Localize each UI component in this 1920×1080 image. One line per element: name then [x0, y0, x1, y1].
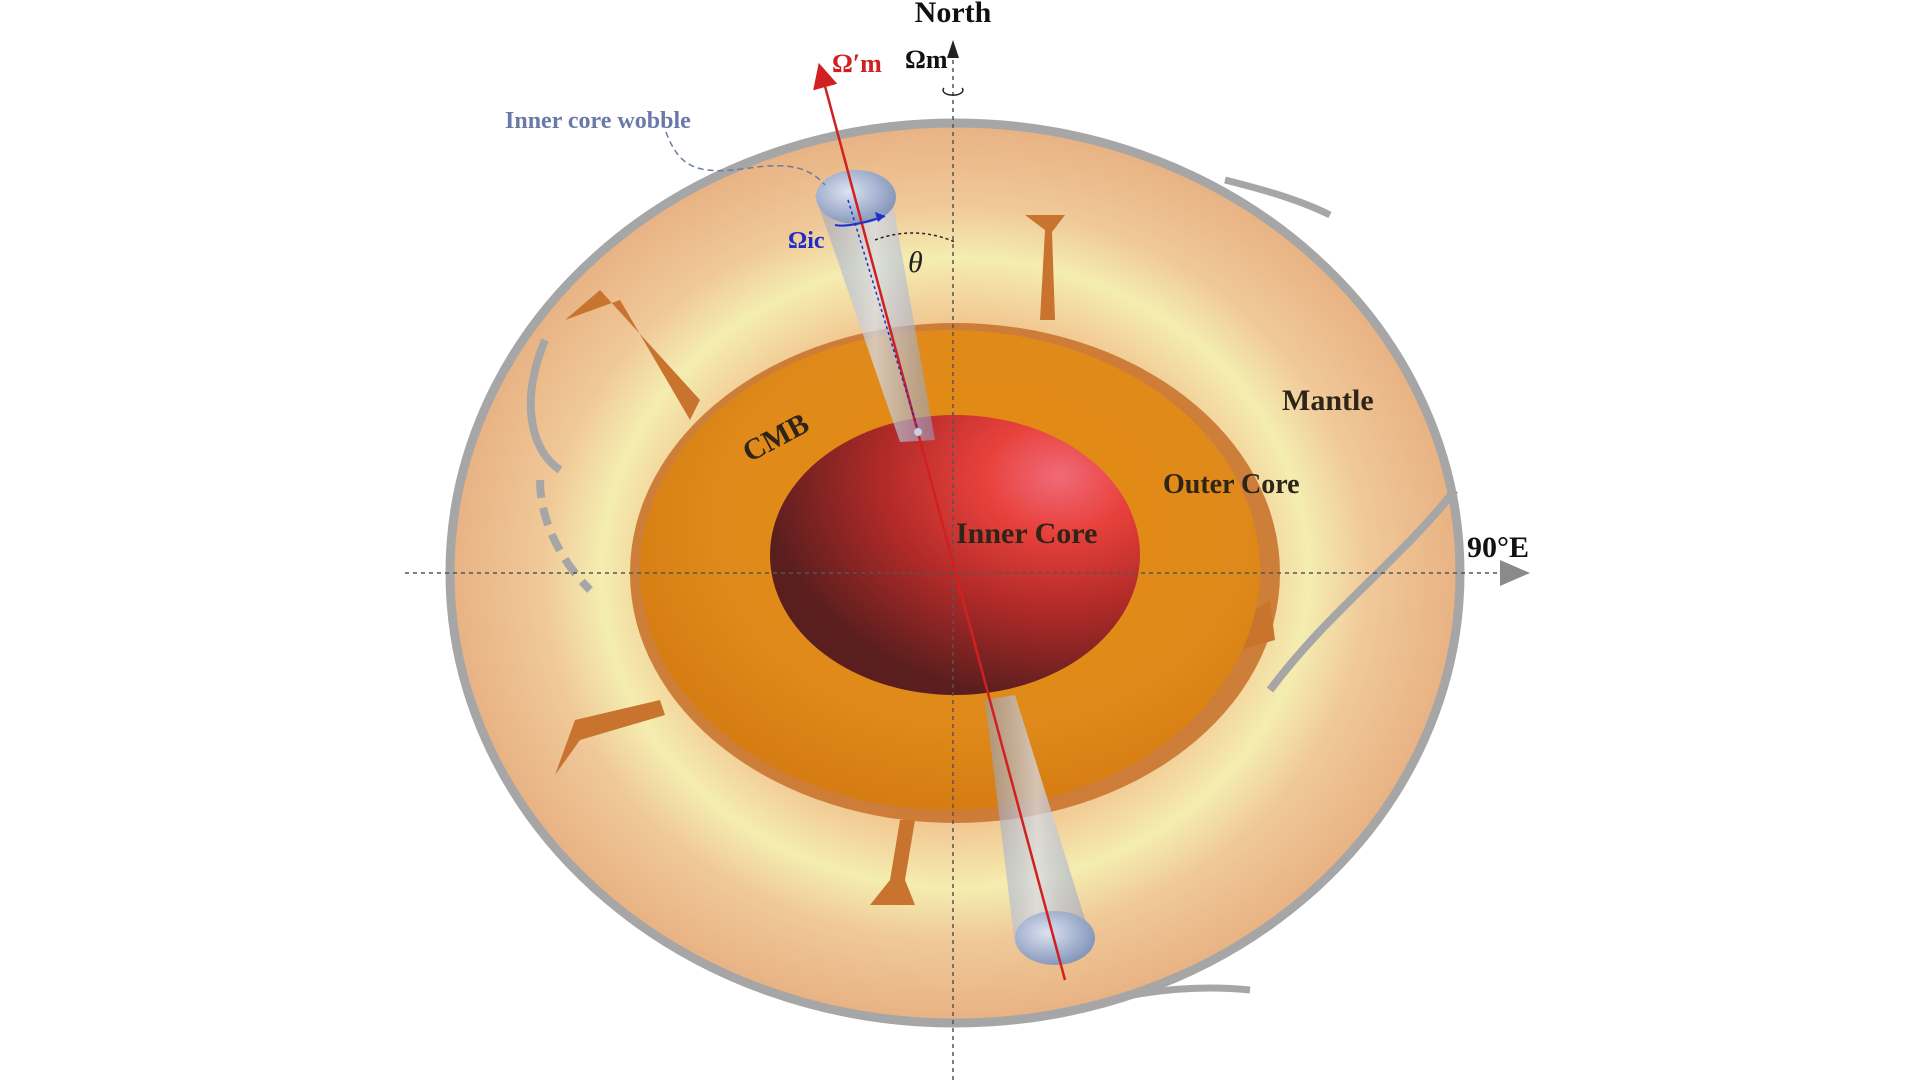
omega-m-prime-label: Ω′m	[832, 49, 882, 78]
inner-core-wobble-cylinder	[815, 170, 1095, 965]
north-arrowhead	[947, 40, 959, 58]
mantle-slab-5	[1109, 984, 1251, 1004]
east-arrowhead	[1500, 560, 1530, 586]
mantle-slab-1	[526, 338, 563, 474]
plume-2	[1025, 215, 1065, 320]
north-label: North	[915, 0, 992, 29]
mantle-label: Mantle	[1282, 384, 1374, 417]
theta-label: θ	[908, 246, 923, 279]
inner-core-axis	[847, 199, 919, 431]
outer-core-label: Outer Core	[1163, 469, 1300, 500]
omega-m-rotation-icon	[942, 87, 964, 96]
tilted-rotation-axis	[813, 62, 1067, 981]
wobble-cylinder-south	[985, 695, 1090, 945]
wobble-label-connector	[665, 131, 826, 186]
omega-ic-arrowhead	[875, 212, 885, 222]
mantle-outline	[445, 118, 1465, 1028]
plume-1	[565, 290, 700, 420]
pivot-point	[914, 428, 922, 436]
mantle-slab-4	[1224, 176, 1332, 219]
east-label: 90°E	[1467, 531, 1529, 564]
omega-ic-label: Ωic	[788, 228, 825, 254]
mantle-slab-2	[536, 479, 593, 593]
inner-core	[770, 415, 1140, 695]
mantle-slab-3	[1266, 487, 1459, 693]
wobble-cylinder-north	[815, 188, 935, 442]
inner-core-wobble-label: Inner core wobble	[505, 108, 691, 134]
plume-4	[870, 820, 915, 905]
omega-m-label: Ωm	[905, 45, 948, 74]
plume-3	[555, 700, 665, 775]
inner-core-label: Inner Core	[956, 517, 1097, 550]
theta-arc	[874, 232, 956, 243]
